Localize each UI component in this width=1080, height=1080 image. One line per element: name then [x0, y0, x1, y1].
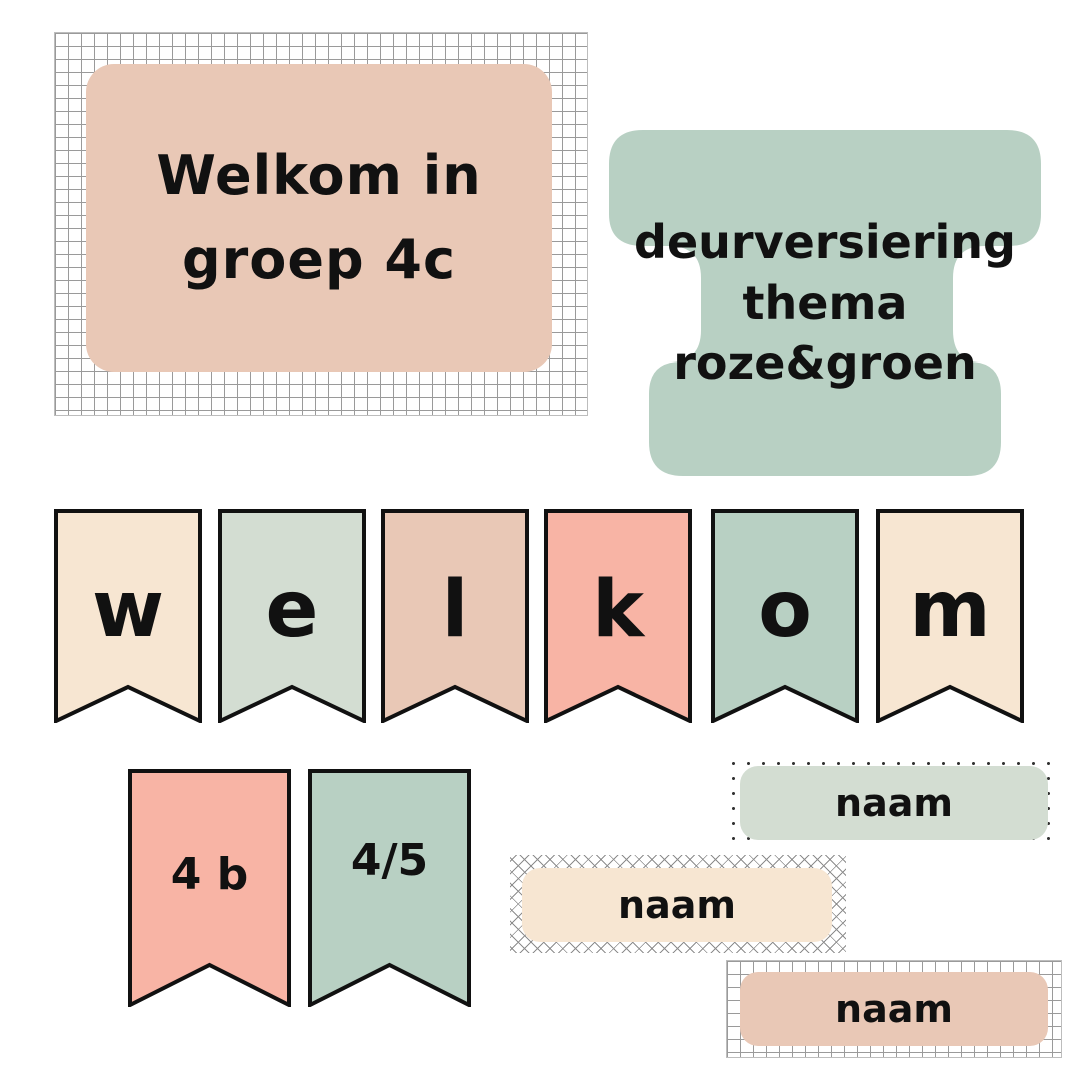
- welcome-line-2: groep 4c: [181, 228, 457, 291]
- group-flag-2-shape: [308, 769, 471, 1007]
- banner-flag-k: k: [544, 509, 692, 723]
- name-tag-2: naam: [522, 868, 832, 942]
- theme-line-2: thema: [742, 275, 908, 330]
- group-flag-1-shape: [128, 769, 291, 1007]
- banner-flag-e-shape: [218, 509, 366, 723]
- banner-flag-w-shape: [54, 509, 202, 723]
- banner-flag-m: m: [876, 509, 1024, 723]
- banner-flag-e-label: e: [265, 565, 319, 655]
- welcome-line-1: Welkom in: [156, 144, 482, 208]
- banner-flag-w: w: [54, 509, 202, 723]
- banner-flag-o-shape: [711, 509, 859, 723]
- banner-flag-w-label: w: [91, 565, 165, 655]
- banner-flag-l: l: [381, 509, 529, 723]
- name-tag-3: naam: [740, 972, 1048, 1046]
- banner-flag-m-label: m: [909, 565, 991, 655]
- banner-flag-e: e: [218, 509, 366, 723]
- group-flag-2-label: 4/5: [350, 835, 429, 886]
- name-tag-1: naam: [740, 766, 1048, 840]
- theme-sign-text: deurversiering thema roze&groen: [609, 130, 1041, 476]
- banner-flag-k-label: k: [592, 565, 644, 655]
- banner-flag-l-shape: [381, 509, 529, 723]
- theme-sign-shape: [609, 130, 1041, 476]
- theme-line-3: roze&groen: [673, 336, 977, 391]
- banner-flag-l-label: l: [441, 565, 469, 655]
- banner-flag-k-shape: [544, 509, 692, 723]
- group-flag-2: 4/5: [308, 769, 471, 1007]
- theme-line-1: deurversiering: [634, 214, 1016, 269]
- group-flag-1: 4 b: [128, 769, 291, 1007]
- welcome-sign: Welkom in groep 4c: [86, 64, 552, 372]
- banner-flag-m-shape: [876, 509, 1024, 723]
- banner-flag-o: o: [711, 509, 859, 723]
- group-flag-1-label: 4 b: [170, 849, 249, 900]
- banner-flag-o-label: o: [758, 565, 812, 655]
